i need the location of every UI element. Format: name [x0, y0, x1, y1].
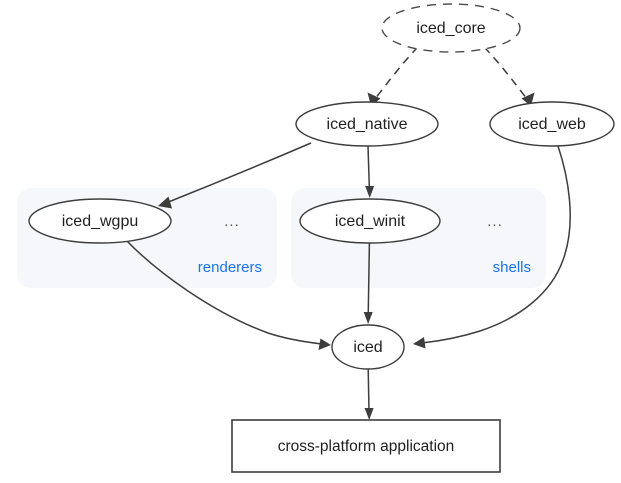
edge-native-to-winit-line — [367, 145, 371, 191]
edge-native-to-wgpu-line — [165, 142, 312, 204]
edge-iced-to-app — [364, 368, 374, 420]
edge-web-to-iced — [413, 145, 571, 349]
edge-core-to-native — [367, 46, 419, 106]
edge-winit-to-iced-line — [367, 242, 371, 317]
node-iced-native[interactable]: iced_native — [295, 101, 439, 147]
edge-iced-to-app-line — [367, 368, 370, 413]
cluster-shells-label: shells — [493, 259, 531, 276]
node-iced-wgpu[interactable]: iced_wgpu — [28, 198, 172, 244]
node-iced-label: iced — [353, 339, 382, 356]
node-iced-native-shape[interactable] — [295, 101, 439, 147]
node-iced-winit[interactable]: iced_winit — [299, 198, 441, 244]
edge-core-to-native-line — [374, 46, 419, 100]
cluster-renderers-ellipsis: ... — [224, 213, 240, 230]
node-iced-web-label: iced_web — [518, 116, 586, 133]
edge-iced-to-app-arrowhead — [364, 408, 374, 420]
cluster-shells-ellipsis: ... — [487, 213, 503, 230]
node-iced-core[interactable]: iced_core — [381, 3, 521, 53]
node-cross-platform-application-label: cross-platform application — [278, 438, 455, 455]
node-iced-native-label: iced_native — [327, 116, 408, 133]
cluster-renderers-label: renderers — [198, 259, 262, 276]
edge-wgpu-to-iced-line — [126, 240, 323, 345]
edge-web-to-iced-line — [421, 145, 571, 344]
node-iced-winit-label: iced_winit — [335, 213, 406, 230]
edge-native-to-wgpu — [158, 142, 312, 209]
edge-winit-to-iced-arrowhead — [363, 312, 373, 324]
edge-native-to-winit-arrowhead — [365, 186, 375, 198]
edge-wgpu-to-iced — [126, 240, 331, 350]
node-iced-core-shape[interactable] — [381, 3, 521, 53]
edge-native-to-wgpu-arrowhead — [158, 196, 172, 209]
edge-core-to-web — [483, 46, 535, 106]
node-cross-platform-application[interactable]: cross-platform application — [231, 419, 501, 473]
edge-core-to-web-line — [483, 46, 528, 100]
node-iced-web-shape[interactable] — [489, 101, 615, 147]
edge-wgpu-to-iced-arrowhead — [318, 338, 331, 350]
edge-native-to-winit — [365, 145, 375, 198]
node-iced[interactable]: iced — [331, 324, 405, 370]
node-iced-wgpu-label: iced_wgpu — [62, 213, 139, 230]
edge-web-to-iced-arrowhead — [413, 337, 426, 349]
node-iced-winit-shape[interactable] — [299, 198, 441, 244]
node-cross-platform-application-shape[interactable] — [231, 419, 501, 473]
node-iced-core-label: iced_core — [416, 20, 485, 37]
node-iced-web[interactable]: iced_web — [489, 101, 615, 147]
edge-winit-to-iced — [363, 242, 373, 324]
node-iced-shape[interactable] — [331, 324, 405, 370]
node-iced-wgpu-shape[interactable] — [28, 198, 172, 244]
